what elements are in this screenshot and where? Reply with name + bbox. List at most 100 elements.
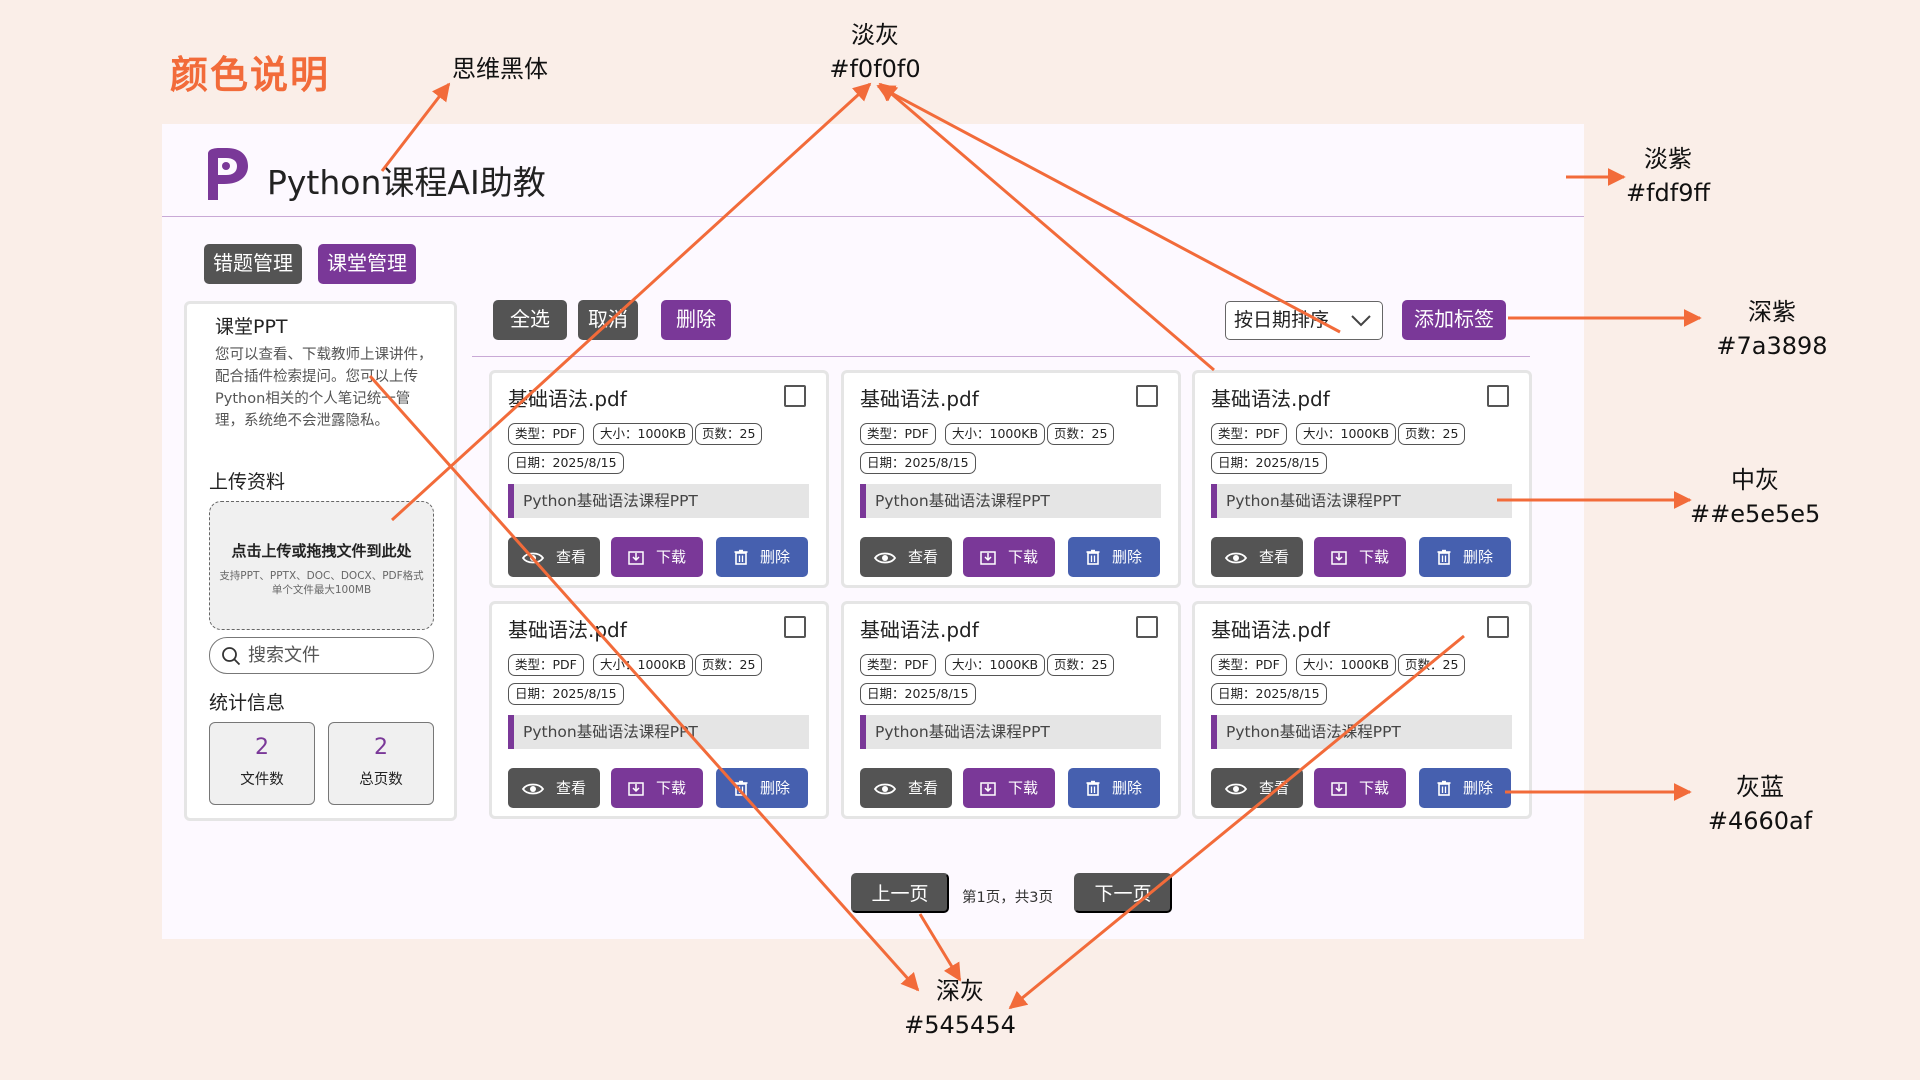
- prev-page-button[interactable]: 上一页: [851, 873, 949, 913]
- file-name: 基础语法.pdf: [508, 618, 627, 642]
- trash-icon: [734, 549, 748, 565]
- toolbar-divider: [472, 356, 1530, 357]
- file-checkbox[interactable]: [784, 385, 806, 407]
- delete-button[interactable]: 删除: [1068, 537, 1160, 577]
- view-label: 查看: [555, 548, 586, 566]
- download-icon: [628, 782, 644, 796]
- sidebar: 课堂PPT 您可以查看、下载教师上课讲件，配合插件检索提问。您可以上传Pytho…: [184, 301, 457, 821]
- eye-icon: [1224, 552, 1248, 564]
- download-button[interactable]: 下载: [1314, 537, 1406, 577]
- file-checkbox[interactable]: [1487, 385, 1509, 407]
- app-header: Python课程AI助教: [162, 124, 1584, 217]
- stat-page-count: 2 总页数: [328, 722, 434, 805]
- file-date-chip: 日期：2025/8/15: [860, 452, 976, 474]
- delete-label: 删除: [1462, 548, 1493, 566]
- page-info: 第1页，共3页: [962, 890, 1053, 906]
- sort-select[interactable]: 按日期排序: [1225, 301, 1383, 340]
- annotation-deep-purple: 深紫#7a3898: [1716, 298, 1828, 360]
- file-date-chip: 日期：2025/8/15: [860, 683, 976, 705]
- eye-icon: [1224, 783, 1248, 795]
- file-date-chip: 日期：2025/8/15: [508, 452, 624, 474]
- chevron-down-icon: [1351, 315, 1371, 327]
- file-size-chip: 大小：1000KB: [945, 423, 1046, 445]
- nav-tabs: 错题管理 课堂管理: [204, 244, 416, 284]
- file-name: 基础语法.pdf: [860, 618, 979, 642]
- file-size-chip: 大小：1000KB: [593, 654, 694, 676]
- view-label: 查看: [907, 779, 938, 797]
- download-button[interactable]: 下载: [611, 537, 703, 577]
- download-button[interactable]: 下载: [963, 768, 1055, 808]
- file-size-chip: 大小：1000KB: [593, 423, 694, 445]
- tab-wrong-questions[interactable]: 错题管理: [204, 244, 302, 284]
- delete-button[interactable]: 删除: [1419, 537, 1511, 577]
- download-button[interactable]: 下载: [611, 768, 703, 808]
- view-label: 查看: [555, 779, 586, 797]
- download-button[interactable]: 下载: [963, 537, 1055, 577]
- download-button[interactable]: 下载: [1314, 768, 1406, 808]
- view-button[interactable]: 查看: [860, 537, 952, 577]
- file-name: 基础语法.pdf: [1211, 618, 1330, 642]
- file-checkbox[interactable]: [1487, 616, 1509, 638]
- select-all-button[interactable]: 全选: [493, 300, 567, 340]
- file-name: 基础语法.pdf: [860, 387, 979, 411]
- app-window: Python课程AI助教 错题管理 课堂管理 课堂PPT 您可以查看、下载教师上…: [162, 124, 1584, 939]
- upload-formats: 支持PPT、PPTX、DOC、DOCX、PDF格式: [219, 570, 424, 582]
- file-size-chip: 大小：1000KB: [1296, 654, 1397, 676]
- view-button[interactable]: 查看: [1211, 537, 1303, 577]
- stat-file-count-label: 文件数: [240, 772, 284, 788]
- delete-label: 删除: [759, 548, 790, 566]
- annotation-title: 颜色说明: [170, 53, 331, 97]
- add-tag-button[interactable]: 添加标签: [1402, 300, 1506, 340]
- download-label: 下载: [1358, 779, 1389, 797]
- file-description: Python基础语法课程PPT: [860, 715, 1161, 749]
- download-icon: [980, 782, 996, 796]
- file-checkbox[interactable]: [784, 616, 806, 638]
- upload-dropzone[interactable]: 点击上传或拖拽文件到此处 支持PPT、PPTX、DOC、DOCX、PDF格式 单…: [209, 501, 434, 630]
- file-description: Python基础语法课程PPT: [508, 715, 809, 749]
- delete-button[interactable]: 删除: [716, 537, 808, 577]
- download-icon: [980, 551, 996, 565]
- tab-classroom[interactable]: 课堂管理: [318, 244, 416, 284]
- stats-heading: 统计信息: [209, 692, 286, 714]
- delete-label: 删除: [1111, 779, 1142, 797]
- eye-icon: [873, 783, 897, 795]
- annotation-light-grey: 淡灰#f0f0f0: [829, 21, 921, 83]
- annotation-light-purple: 淡紫#fdf9ff: [1625, 145, 1711, 207]
- file-pages-chip: 页数：25: [695, 423, 763, 445]
- delete-selected-button[interactable]: 删除: [661, 300, 731, 340]
- file-checkbox[interactable]: [1136, 385, 1158, 407]
- logo-icon: [208, 148, 248, 200]
- delete-button[interactable]: 删除: [1068, 768, 1160, 808]
- trash-icon: [1437, 549, 1451, 565]
- file-name: 基础语法.pdf: [508, 387, 627, 411]
- annotation-grey-blue: 灰蓝#4660af: [1707, 773, 1813, 835]
- search-input[interactable]: [248, 642, 423, 669]
- delete-button[interactable]: 删除: [716, 768, 808, 808]
- annotation-font: 思维黑体: [452, 55, 548, 83]
- delete-button[interactable]: 删除: [1419, 768, 1511, 808]
- next-page-button[interactable]: 下一页: [1074, 873, 1172, 913]
- view-button[interactable]: 查看: [508, 768, 600, 808]
- view-button[interactable]: 查看: [508, 537, 600, 577]
- file-checkbox[interactable]: [1136, 616, 1158, 638]
- view-label: 查看: [1258, 779, 1289, 797]
- delete-label: 删除: [1111, 548, 1142, 566]
- sidebar-heading: 课堂PPT: [215, 316, 288, 338]
- view-button[interactable]: 查看: [1211, 768, 1303, 808]
- file-type-chip: 类型：PDF: [1211, 423, 1287, 445]
- download-label: 下载: [1007, 779, 1038, 797]
- file-pages-chip: 页数：25: [1047, 423, 1115, 445]
- search-box: [209, 637, 434, 674]
- trash-icon: [734, 780, 748, 796]
- cancel-button[interactable]: 取消: [578, 300, 638, 340]
- file-date-chip: 日期：2025/8/15: [508, 683, 624, 705]
- download-icon: [1331, 782, 1347, 796]
- file-name: 基础语法.pdf: [1211, 387, 1330, 411]
- file-type-chip: 类型：PDF: [860, 654, 936, 676]
- file-description: Python基础语法课程PPT: [1211, 484, 1512, 518]
- view-button[interactable]: 查看: [860, 768, 952, 808]
